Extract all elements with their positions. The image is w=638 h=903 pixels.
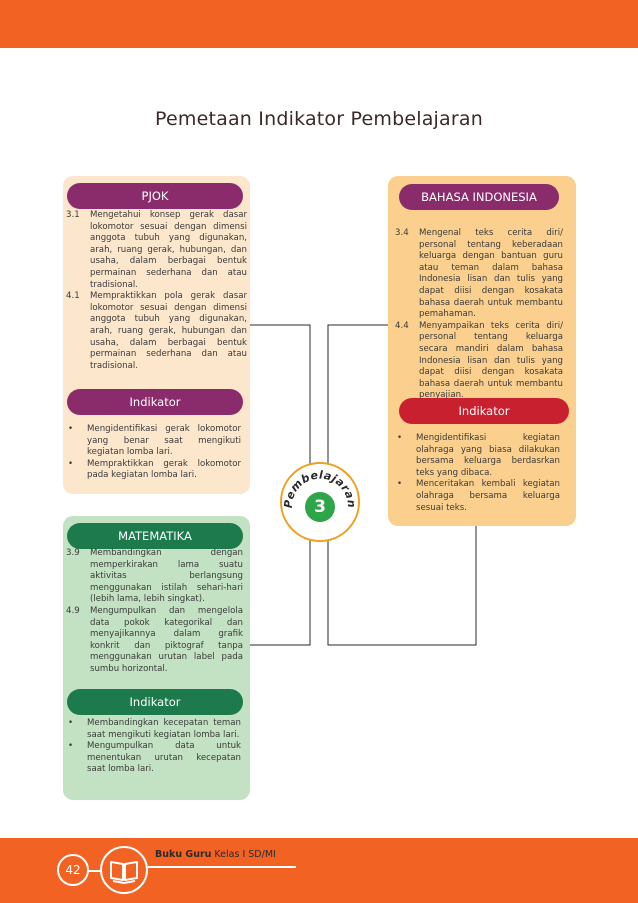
open-book-icon xyxy=(110,861,138,884)
matematika-panel xyxy=(63,516,250,800)
matematika-kd-item: 4.9 Mengumpulkan dan mengelola data poko… xyxy=(66,606,243,676)
bahasa-kd-list: 3.4 Mengenal teks cerita diri/ personal … xyxy=(395,228,563,402)
bahasa-indonesia-heading: BAHASA INDONESIA xyxy=(399,184,559,210)
kd-number: 3.4 xyxy=(395,228,409,238)
kd-number: 3.9 xyxy=(66,548,80,558)
kd-text: Menyampaikan teks cerita diri/ personal … xyxy=(419,320,563,401)
kd-number: 3.1 xyxy=(66,210,80,220)
matematika-indikator-heading: Indikator xyxy=(67,689,243,715)
book-title: Buku Guru Kelas I SD/MI xyxy=(155,849,276,860)
indikator-item: • Membandingkan kecepatan teman saat men… xyxy=(66,718,241,741)
pembelajaran-badge: Pembelajaran 3 xyxy=(280,462,360,542)
indikator-item: • Mengidentifikasi gerak lokomotor yang … xyxy=(66,424,241,459)
indikator-text: Mengumpulkan data untuk menentukan uruta… xyxy=(87,741,241,775)
pjok-panel xyxy=(63,176,250,494)
matematika-indikator-list: • Membandingkan kecepatan teman saat men… xyxy=(66,718,241,776)
page-number: 42 xyxy=(57,854,89,886)
badge-number: 3 xyxy=(305,492,335,522)
book-title-rest: Kelas I SD/MI xyxy=(211,849,276,860)
kd-text: Mengetahui konsep gerak dasar lokomotor … xyxy=(90,210,247,290)
kd-number: 4.9 xyxy=(66,605,80,616)
bullet: • xyxy=(68,458,74,469)
kd-text: Mempraktikkan pola gerak dasar lokomotor… xyxy=(90,291,247,371)
pjok-indikator-list: • Mengidentifikasi gerak lokomotor yang … xyxy=(66,424,241,482)
kd-number: 4.1 xyxy=(66,291,80,302)
bullet: • xyxy=(68,424,74,434)
bahasa-kd-item: 4.4 Menyampaikan teks cerita diri/ perso… xyxy=(395,321,563,402)
pjok-heading: PJOK xyxy=(67,183,243,209)
book-title-bold: Buku Guru xyxy=(155,849,212,860)
bahasa-indikator-list: • Mengidentifikasi kegiatan olahraga yan… xyxy=(395,433,560,514)
indikator-text: Mengidentifikasi kegiatan olahraga yang … xyxy=(416,433,560,478)
matematika-kd-item: 3.9 Membandingkan dengan memperkirakan l… xyxy=(66,548,243,606)
indikator-item: • Mempraktikkan gerak lokomotor pada keg… xyxy=(66,459,241,482)
kd-number: 4.4 xyxy=(395,320,409,331)
indikator-item: • Mengumpulkan data untuk menentukan uru… xyxy=(66,741,241,776)
kd-text: Mengumpulkan dan mengelola data pokok ka… xyxy=(90,605,243,674)
indikator-text: Menceritakan kembali kegiatan olahraga b… xyxy=(416,479,560,513)
bahasa-indikator-heading: Indikator xyxy=(399,398,569,424)
matematika-heading: MATEMATIKA xyxy=(67,523,243,549)
bahasa-indonesia-panel xyxy=(388,176,576,526)
pjok-kd-item: 4.1 Mempraktikkan pola gerak dasar lokom… xyxy=(66,291,247,372)
footer-rule-left xyxy=(88,870,102,872)
indikator-text: Membandingkan kecepatan teman saat mengi… xyxy=(87,718,241,740)
matematika-kd-list: 3.9 Membandingkan dengan memperkirakan l… xyxy=(66,548,243,676)
pjok-indikator-heading: Indikator xyxy=(67,389,243,415)
bullet: • xyxy=(397,479,403,490)
kd-text: Membandingkan dengan memperkirakan lama … xyxy=(90,548,243,605)
indikator-text: Mengidentifikasi gerak lokomotor yang be… xyxy=(87,424,241,458)
bahasa-kd-item: 3.4 Mengenal teks cerita diri/ personal … xyxy=(395,228,563,321)
footer-rule-right xyxy=(148,866,296,868)
bullet: • xyxy=(68,741,74,752)
pjok-kd-item: 3.1 Mengetahui konsep gerak dasar lokomo… xyxy=(66,210,247,291)
bullet: • xyxy=(68,718,74,728)
pjok-kd-list: 3.1 Mengetahui konsep gerak dasar lokomo… xyxy=(66,210,247,372)
kd-text: Mengenal teks cerita diri/ personal tent… xyxy=(419,228,563,320)
indikator-text: Mempraktikkan gerak lokomotor pada kegia… xyxy=(87,458,241,481)
bullet: • xyxy=(397,433,403,443)
indikator-item: • Menceritakan kembali kegiatan olahraga… xyxy=(395,479,560,514)
top-header-bar xyxy=(0,0,638,48)
indikator-item: • Mengidentifikasi kegiatan olahraga yan… xyxy=(395,433,560,479)
book-icon xyxy=(100,846,148,894)
page-title: Pemetaan Indikator Pembelajaran xyxy=(155,108,483,130)
